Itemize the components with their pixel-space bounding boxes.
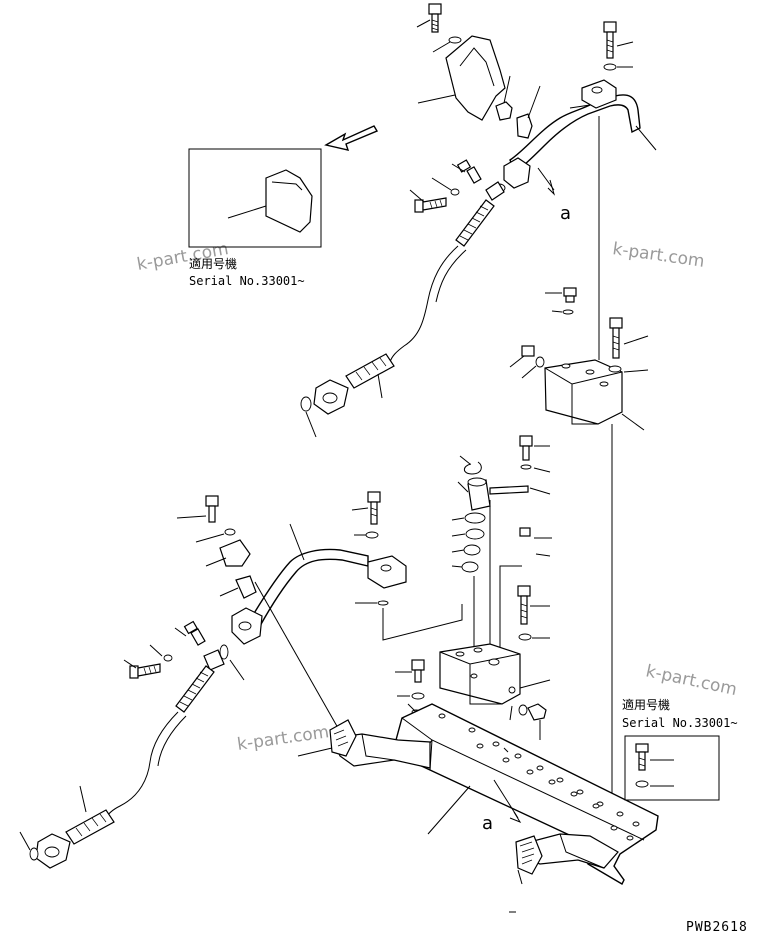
- washer-icon: [163, 654, 173, 662]
- bolt-icon: [411, 659, 425, 683]
- washer-icon: [603, 63, 617, 71]
- o-ring-icon: [465, 528, 485, 540]
- bolt-icon: [367, 491, 381, 525]
- watermark-2: k-part.com: [611, 239, 705, 272]
- upper-hose: [300, 181, 505, 438]
- o-ring-icon: [535, 356, 545, 368]
- bolt-icon: [517, 585, 531, 625]
- pipe-flange-lower: [503, 157, 531, 189]
- lower-pipe: [176, 495, 407, 729]
- lower-hose: [19, 620, 225, 869]
- washer-icon: [411, 692, 425, 700]
- o-ring-icon: [518, 704, 528, 716]
- o-ring-icon: [300, 396, 312, 412]
- upper-cover-assembly: [416, 3, 541, 139]
- bolt-icon: [129, 663, 161, 679]
- upper-valve-block: [509, 287, 649, 431]
- bolt-icon: [183, 620, 206, 646]
- cover-plate-inset: [265, 169, 313, 233]
- inset-bottom: 適用号機 Serial No.33001~: [622, 697, 738, 801]
- centre-valve-parts: [351, 435, 552, 656]
- inset-top-frame: [188, 148, 322, 248]
- pipe-flange-lower-right: [367, 555, 407, 589]
- o-ring-icon: [562, 309, 574, 315]
- inset-top-applicability: 適用号機: [189, 256, 237, 271]
- bolt-icon: [635, 743, 649, 771]
- plug-icon: [521, 345, 535, 357]
- plug-icon: [519, 527, 531, 537]
- bolt-icon: [456, 159, 482, 184]
- view-marker-a-upper: a: [560, 203, 571, 224]
- bolt-icon: [205, 495, 219, 523]
- o-ring-icon: [464, 512, 486, 524]
- washer-icon: [224, 528, 236, 536]
- bolt-icon: [609, 317, 623, 359]
- washer-icon: [635, 780, 649, 788]
- bolt-icon: [519, 435, 533, 461]
- lower-valve-block: [395, 643, 551, 740]
- plug-icon: [563, 287, 577, 303]
- o-ring-icon: [29, 847, 39, 861]
- watermark-4: k-part.com: [236, 722, 330, 755]
- clamp-icon: [219, 539, 251, 567]
- bolt-icon: [603, 21, 617, 59]
- washer-icon: [608, 365, 622, 373]
- washer-icon: [518, 633, 532, 641]
- o-ring-icon: [461, 561, 479, 573]
- bolt-icon: [414, 197, 447, 213]
- washer-icon: [448, 36, 462, 44]
- drawing-code: PWB2618: [686, 920, 748, 935]
- main-frame: a: [297, 703, 659, 913]
- washer-icon: [450, 188, 460, 196]
- washer-icon: [365, 531, 379, 539]
- inset-top-serial: Serial No.33001~: [189, 274, 305, 288]
- clip-icon: [235, 575, 257, 599]
- bolt-icon: [428, 3, 442, 33]
- left-bracket: [331, 733, 431, 769]
- plug-icon: [527, 703, 547, 721]
- inset-bottom-applicability: 適用号機: [622, 697, 670, 712]
- washer-icon: [520, 464, 532, 470]
- view-marker-a-lower: a: [482, 813, 493, 834]
- snap-ring-icon: [463, 461, 482, 475]
- o-ring-icon: [219, 644, 229, 660]
- o-ring-icon: [463, 544, 481, 556]
- upper-hose-fittings: [409, 159, 506, 213]
- watermark-3: k-part.com: [644, 661, 739, 700]
- upper-pipe: a: [503, 21, 657, 224]
- pipe-flange-top: [581, 79, 617, 109]
- hollow-arrow-icon: [324, 125, 379, 151]
- o-ring-icon: [377, 600, 389, 606]
- frame-holes: [438, 713, 640, 841]
- inset-bottom-frame: [624, 735, 720, 801]
- inset-top: 適用号機 Serial No.33001~: [188, 148, 322, 288]
- inset-bottom-serial: Serial No.33001~: [622, 716, 738, 730]
